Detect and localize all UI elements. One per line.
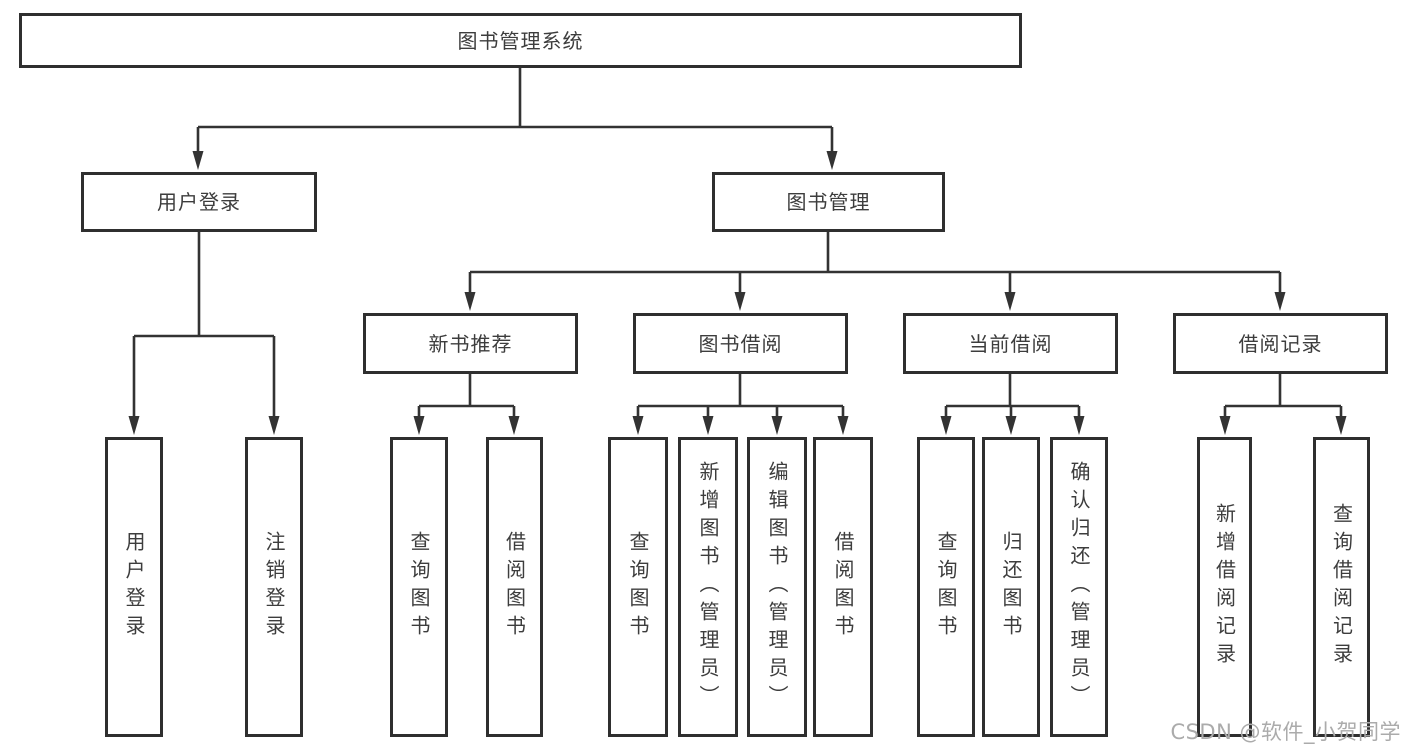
node-book-management: 图书管理	[712, 172, 945, 232]
leaf-login-logout: 注销登录	[245, 437, 303, 737]
leaf-record-add-record: 新增借阅记录	[1197, 437, 1252, 737]
node-root: 图书管理系统	[19, 13, 1022, 68]
leaf-label: 借阅图书	[831, 531, 855, 643]
node-new-book-recommend: 新书推荐	[363, 313, 578, 374]
leaf-borrow-query-book: 查询图书	[608, 437, 668, 737]
leaf-label: 借阅图书	[502, 531, 527, 643]
leaf-label: 编辑图书（管理员）	[765, 461, 789, 713]
leaf-borrow-edit-book-admin: 编辑图书（管理员）	[747, 437, 807, 737]
leaf-label: 新增图书（管理员）	[696, 461, 720, 713]
node-borrow-record: 借阅记录	[1173, 313, 1388, 374]
leaf-label: 查询图书	[407, 531, 431, 643]
leaf-borrow-borrow-book: 借阅图书	[813, 437, 873, 737]
node-current-borrow: 当前借阅	[903, 313, 1118, 374]
leaf-record-query-record: 查询借阅记录	[1313, 437, 1370, 737]
leaf-current-return-book: 归还图书	[982, 437, 1040, 737]
node-book-borrow: 图书借阅	[633, 313, 848, 374]
leaf-label: 查询图书	[626, 531, 650, 643]
leaf-label: 查询图书	[934, 531, 958, 643]
node-user-login: 用户登录	[81, 172, 317, 232]
leaf-label: 确认归还（管理员）	[1067, 461, 1091, 713]
leaf-recommend-borrow-book: 借阅图书	[486, 437, 543, 737]
watermark: CSDN @软件_小贺同学	[1170, 720, 1401, 744]
leaf-recommend-query-book: 查询图书	[390, 437, 448, 737]
leaf-label: 归还图书	[999, 531, 1023, 643]
leaf-label: 新增借阅记录	[1212, 503, 1237, 671]
leaf-label: 查询借阅记录	[1329, 503, 1354, 671]
leaf-label: 用户登录	[122, 531, 146, 643]
leaf-current-confirm-return-admin: 确认归还（管理员）	[1050, 437, 1108, 737]
leaf-current-query-book: 查询图书	[917, 437, 975, 737]
leaf-label: 注销登录	[262, 531, 286, 643]
leaf-borrow-add-book-admin: 新增图书（管理员）	[678, 437, 738, 737]
leaf-login-user-login: 用户登录	[105, 437, 163, 737]
